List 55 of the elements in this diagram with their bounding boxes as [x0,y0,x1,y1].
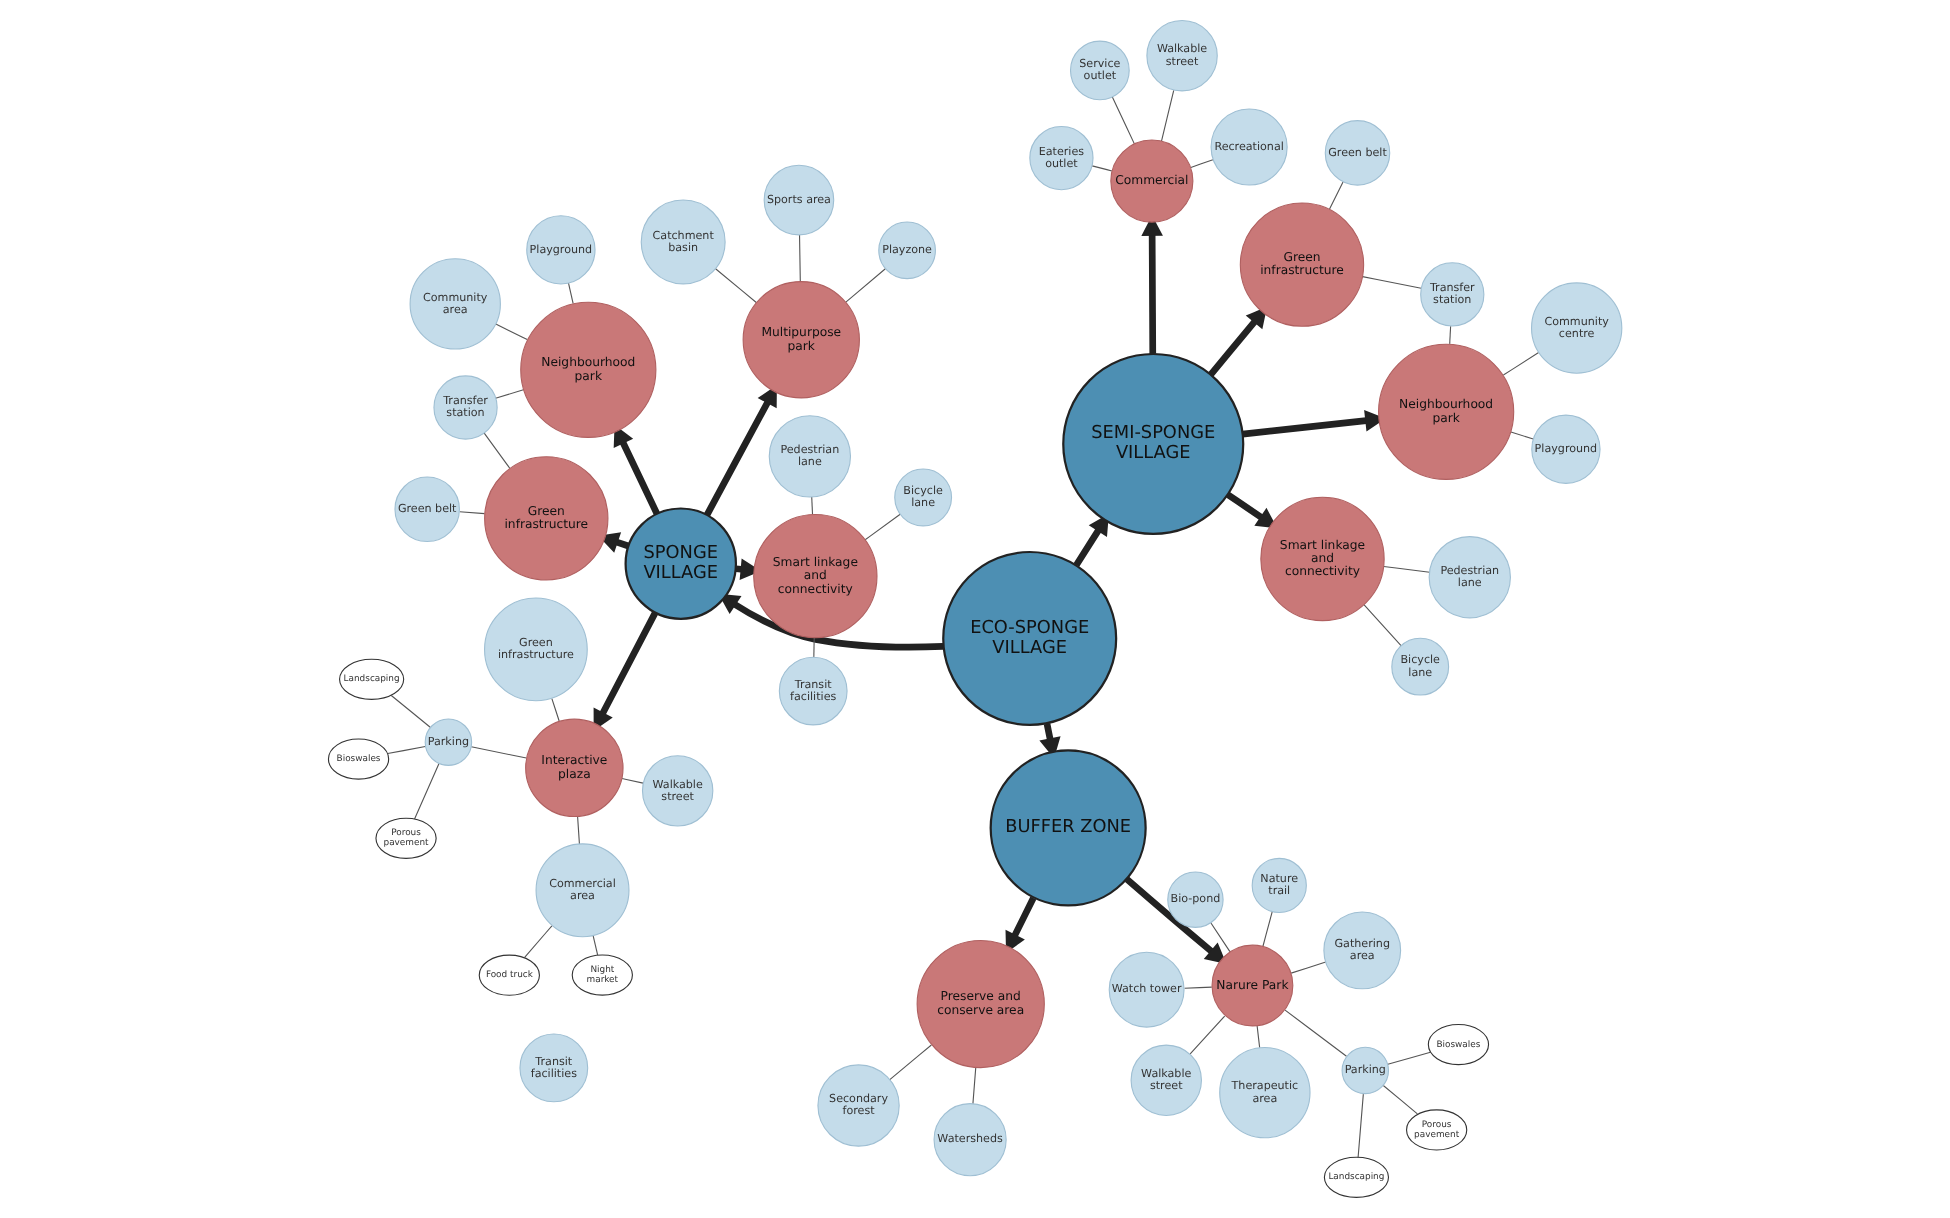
connector [524,925,553,958]
connector [459,511,486,515]
connector [1502,351,1540,376]
connector [1387,1051,1431,1065]
connector [567,282,574,305]
arrow [1005,896,1037,954]
connector [495,389,524,399]
connector [390,694,431,728]
connector [1383,565,1431,573]
connector [889,1044,932,1081]
connector [715,268,757,304]
connector [621,777,644,784]
connector [1510,431,1534,440]
connector [1382,1084,1418,1115]
connector [972,1067,977,1105]
connector [811,496,814,516]
node-circle: SPONGE VILLAGE [624,507,738,620]
arrow [703,385,777,517]
connector [1183,986,1213,989]
connector [592,935,599,956]
arrow [1226,491,1278,529]
connector [1328,181,1344,210]
connector [483,432,511,469]
connector [495,323,528,341]
connector [813,637,815,658]
connector [1262,911,1273,947]
connector [577,816,580,845]
connector [798,234,801,282]
arrow [1208,306,1268,377]
connector [1449,325,1452,345]
node-circle: ECO-SPONGE VILLAGE [942,550,1118,727]
connector [551,698,560,722]
connector [1362,276,1422,289]
connector [387,745,426,755]
arrow [593,611,658,731]
connector [1160,89,1175,142]
connector [1210,922,1231,953]
connector [1189,1015,1226,1055]
arrow [718,593,944,651]
connector [1290,961,1327,974]
connector [1357,1093,1364,1158]
connector [1111,96,1135,145]
connector [1284,1009,1348,1057]
connector [470,746,527,759]
connector [845,268,886,303]
connector [864,513,901,541]
connector [1091,165,1113,172]
node-circle: BUFFER ZONE [989,749,1147,907]
arrow [1124,876,1227,964]
arrow [613,424,660,516]
connector [1190,159,1214,168]
arrow [1073,513,1109,567]
connector [1363,604,1402,647]
connector [414,762,440,820]
connector [1256,1025,1261,1049]
